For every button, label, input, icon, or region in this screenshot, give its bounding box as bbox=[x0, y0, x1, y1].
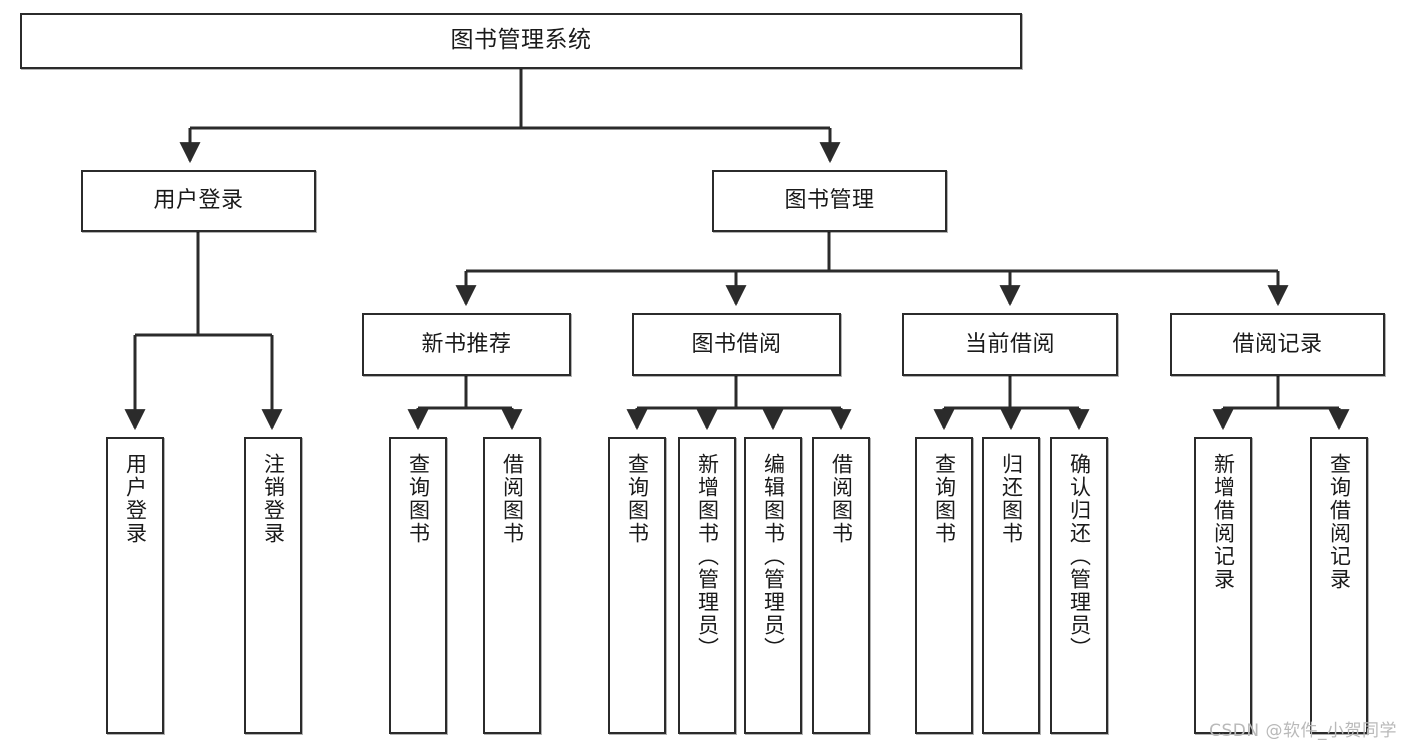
leaf-user-login-signin[interactable]: 用户登录 bbox=[106, 437, 164, 734]
leaf-borrow-record-add-label: 新增借阅记录 bbox=[1211, 453, 1236, 591]
leaf-borrow-record-search-label: 查询借阅记录 bbox=[1327, 453, 1352, 591]
leaf-current-borrow-search-label: 查询图书 bbox=[932, 453, 957, 545]
leaf-current-borrow-search[interactable]: 查询图书 bbox=[915, 437, 973, 734]
leaf-user-login-signout[interactable]: 注销登录 bbox=[244, 437, 302, 734]
leaf-borrow-record-search[interactable]: 查询借阅记录 bbox=[1310, 437, 1368, 734]
node-user-login-label: 用户登录 bbox=[153, 188, 244, 214]
watermark-text: CSDN @软件_小贺同学 bbox=[1209, 721, 1397, 741]
node-root[interactable]: 图书管理系统 bbox=[20, 13, 1022, 69]
node-book-borrow[interactable]: 图书借阅 bbox=[632, 313, 841, 376]
node-new-book-recommend[interactable]: 新书推荐 bbox=[362, 313, 571, 376]
leaf-new-book-search-label: 查询图书 bbox=[406, 453, 431, 545]
leaf-user-login-signout-label: 注销登录 bbox=[261, 453, 286, 545]
node-borrow-record[interactable]: 借阅记录 bbox=[1170, 313, 1385, 376]
node-user-login[interactable]: 用户登录 bbox=[81, 170, 316, 232]
node-current-borrow-label: 当前借阅 bbox=[964, 331, 1055, 357]
node-book-borrow-label: 图书借阅 bbox=[691, 331, 782, 357]
leaf-current-borrow-confirm-return-label: 确认归还（管理员） bbox=[1067, 453, 1092, 660]
node-book-management[interactable]: 图书管理 bbox=[712, 170, 947, 232]
leaf-new-book-borrow-label: 借阅图书 bbox=[500, 453, 525, 545]
leaf-book-borrow-add[interactable]: 新增图书（管理员） bbox=[678, 437, 736, 734]
leaf-book-borrow-edit[interactable]: 编辑图书（管理员） bbox=[744, 437, 802, 734]
leaf-user-login-signin-label: 用户登录 bbox=[123, 453, 148, 545]
node-new-book-recommend-label: 新书推荐 bbox=[421, 331, 512, 357]
node-current-borrow[interactable]: 当前借阅 bbox=[902, 313, 1118, 376]
leaf-borrow-record-add[interactable]: 新增借阅记录 bbox=[1194, 437, 1252, 734]
leaf-book-borrow-search[interactable]: 查询图书 bbox=[608, 437, 666, 734]
leaf-current-borrow-return-label: 归还图书 bbox=[999, 453, 1024, 545]
node-borrow-record-label: 借阅记录 bbox=[1232, 331, 1323, 357]
leaf-current-borrow-return[interactable]: 归还图书 bbox=[982, 437, 1040, 734]
leaf-book-borrow-borrow-label: 借阅图书 bbox=[829, 453, 854, 545]
leaf-book-borrow-search-label: 查询图书 bbox=[625, 453, 650, 545]
leaf-book-borrow-borrow[interactable]: 借阅图书 bbox=[812, 437, 870, 734]
leaf-book-borrow-add-label: 新增图书（管理员） bbox=[695, 453, 720, 660]
leaf-current-borrow-confirm-return[interactable]: 确认归还（管理员） bbox=[1050, 437, 1108, 734]
leaf-new-book-borrow[interactable]: 借阅图书 bbox=[483, 437, 541, 734]
node-root-label: 图书管理系统 bbox=[450, 27, 592, 54]
node-book-management-label: 图书管理 bbox=[784, 188, 875, 214]
leaf-book-borrow-edit-label: 编辑图书（管理员） bbox=[761, 453, 786, 660]
leaf-new-book-search[interactable]: 查询图书 bbox=[389, 437, 447, 734]
